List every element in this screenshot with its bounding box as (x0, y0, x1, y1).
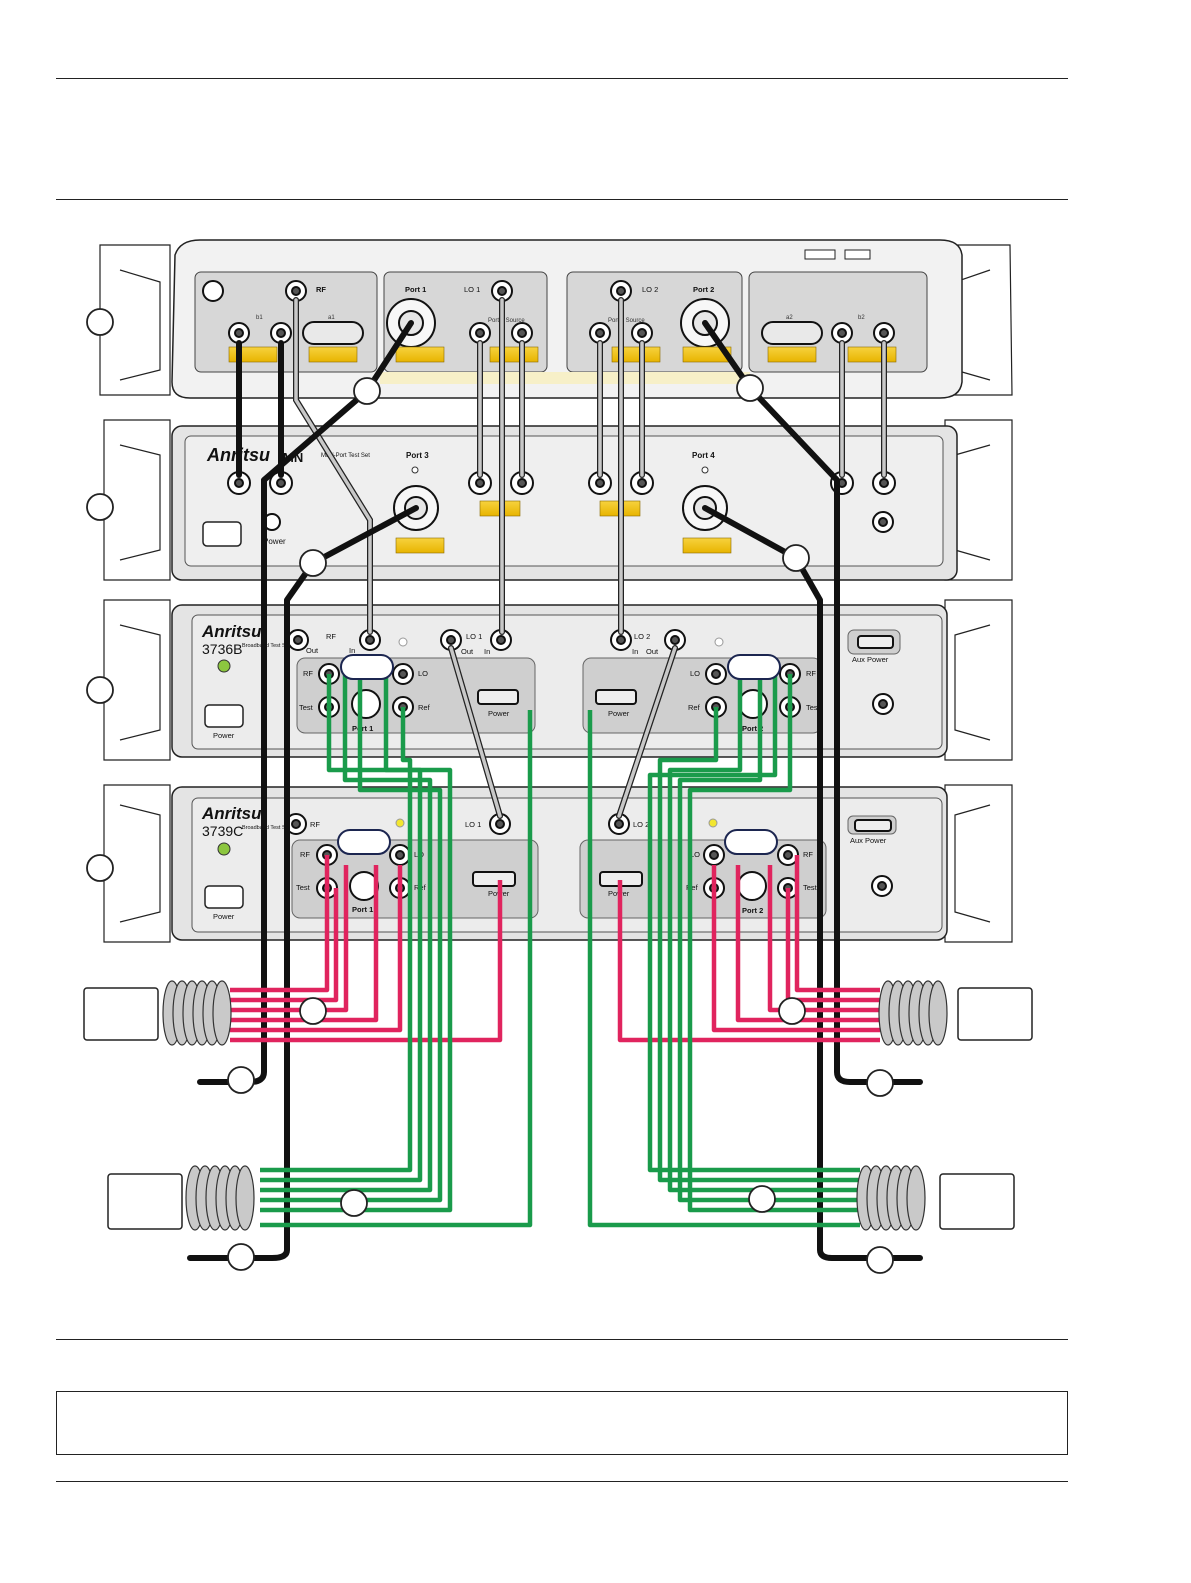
callout-vna (86, 308, 114, 336)
multiport-indicators (411, 466, 709, 474)
unit-3736b-lo2-in-label: In (632, 647, 638, 656)
header-rule (56, 199, 1068, 200)
unit-3736b-p2-ref-label: Ref (688, 703, 701, 712)
unit-3736b-p1-rf-label: RF (303, 669, 313, 678)
cable-coils (162, 980, 948, 1231)
callout-port3-cable (299, 549, 327, 577)
vna-rf-label: RF (316, 285, 326, 294)
callout-coax-right-lower (866, 1246, 894, 1274)
unit-3736b-p1-lo-label: LO (418, 669, 428, 678)
lo-coil-left (185, 1165, 255, 1231)
unit-3739c-brand: Anritsu (201, 804, 262, 823)
cable-clamps[interactable] (337, 654, 781, 855)
unit-3739c-port2-label: Port 2 (742, 906, 763, 915)
unit-3739c-port1-label: Port 1 (352, 905, 373, 914)
vna-b2-label: b2 (858, 315, 865, 321)
unit-3736b-lo1-label: LO 1 (466, 632, 482, 641)
unit-3736b-port2-label: Port 2 (742, 724, 763, 733)
callout-coax-right-upper (866, 1069, 894, 1097)
footer-rule (56, 1481, 1068, 1482)
callout-lo-bundle-right (748, 1185, 776, 1213)
top-rule (56, 78, 1068, 79)
callout-3736b (86, 676, 114, 704)
unit-3736b-connectors[interactable] (287, 629, 894, 719)
multiport-subtitle: Multi-Port Test Set (321, 453, 370, 459)
unit-3736b-power-label: Power (213, 731, 235, 740)
callout-lo-bundle-left (340, 1189, 368, 1217)
unit-3736b-p2-lo-label: LO (690, 669, 700, 678)
unit-3736b-model: 3736B (202, 641, 242, 657)
unit-3736b-lo2-label: LO 2 (634, 632, 650, 641)
unit-3736b-p1-ref-label: Ref (418, 703, 431, 712)
vna-connectors[interactable] (202, 280, 895, 348)
unit-3736b-port1-label: Port 1 (352, 724, 373, 733)
lo-coil-right (856, 1165, 926, 1231)
unit-3739c-lo2-label: LO 2 (633, 820, 649, 829)
unit-3739c-p2-lo-label: LO (690, 850, 700, 859)
multiport-power-switch[interactable] (202, 521, 242, 547)
unit-3736b-p1-test-label: Test (299, 703, 314, 712)
unit-3739c-p1-rf-label: RF (300, 850, 310, 859)
unit-3736b-lo2-out-label: Out (646, 647, 659, 656)
vna-a2-label: a2 (786, 315, 793, 321)
multiport-power-label: Power (263, 537, 286, 546)
multiport-port4-label: Port 4 (692, 451, 715, 460)
unit-3739c-lo1-label: LO 1 (465, 820, 481, 829)
lo-cables (260, 674, 860, 1228)
unit-3739c-power-label: Power (213, 912, 235, 921)
vna-lo1-label: LO 1 (464, 285, 480, 294)
callout-circles (86, 308, 894, 1274)
unit-3739c-p2-ref-label: Ref (686, 883, 699, 892)
unit-3739c-aux-power-label: Aux Power (850, 836, 887, 845)
callout-coax-left-upper (227, 1066, 255, 1094)
callout-rf-bundle-right (778, 997, 806, 1025)
unit-3739c-p2-rf-label: RF (803, 850, 813, 859)
vna-port2-source-label: Port 2 Source (608, 318, 645, 324)
rf-coil-right (878, 980, 948, 1046)
unit-3736b-power-switch[interactable] (204, 704, 244, 728)
unit-3736b-in-label: In (349, 646, 355, 655)
vna-lo2-label: LO 2 (642, 285, 658, 294)
unit-3736b-rf-label: RF (326, 632, 336, 641)
external-device-boxes (83, 987, 1033, 1230)
vna-b1-label: b1 (256, 315, 263, 321)
unit-3736b-indicators (217, 637, 724, 673)
unit-3739c-p1-test-label: Test (296, 883, 311, 892)
unit-3736b-p2-test-label: Test (806, 703, 821, 712)
unit-3736b-lo1-in-label: In (484, 647, 490, 656)
unit-3736b-out-label: Out (306, 646, 319, 655)
vna-port1-label: Port 1 (405, 285, 426, 294)
callout-port4-cable (782, 544, 810, 572)
unit-3739c-model: 3739C (202, 823, 243, 839)
vna-a1-label: a1 (328, 315, 335, 321)
unit-3736b-aux-power-label: Aux Power (852, 655, 889, 664)
unit-3736b-brand: Anritsu (201, 622, 262, 641)
caption-rule (56, 1339, 1068, 1340)
vna-port1-source-label: Port 1 Source (488, 318, 525, 324)
callout-3739c (86, 854, 114, 882)
unit-3739c-p2-test-label: Test (803, 883, 818, 892)
rack-brackets (99, 244, 1013, 943)
callout-multiport (86, 493, 114, 521)
unit-3739c-indicators (217, 818, 718, 856)
callout-coax-left-lower (227, 1243, 255, 1271)
rf-cables (230, 855, 880, 1043)
unit-3736b-lo1-out-label: Out (461, 647, 474, 656)
vna-port2-label: Port 2 (693, 285, 714, 294)
unit-3739c-rf-label: RF (310, 820, 320, 829)
callout-port2-cable (736, 374, 764, 402)
multiport-port3-label: Port 3 (406, 451, 429, 460)
unit-3739c-power-switch[interactable] (204, 885, 244, 909)
unit-3736b-p2-power-label: Power (608, 709, 630, 718)
unit-3736b-p2-rf-label: RF (806, 669, 816, 678)
callout-rf-bundle-left (299, 997, 327, 1025)
rf-coil-left (162, 980, 232, 1046)
vna-warning-labels (228, 346, 897, 363)
note-box (56, 1391, 1068, 1455)
unit-3736b-p1-power-label: Power (488, 709, 510, 718)
callout-port1-cable (353, 377, 381, 405)
